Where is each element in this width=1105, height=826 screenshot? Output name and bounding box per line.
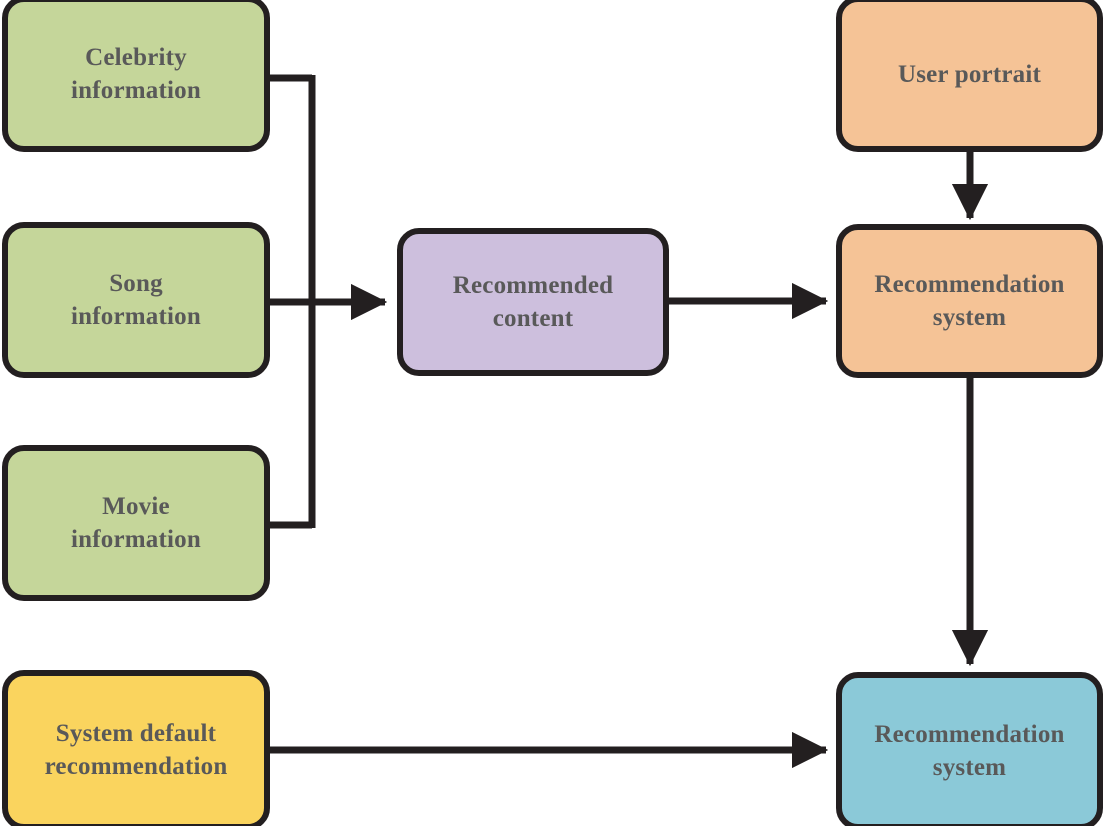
node-recommendation-system-upper[interactable]: Recommendation system	[836, 224, 1103, 378]
node-celebrity-information[interactable]: Celebrity information	[2, 0, 270, 152]
node-label: Song information	[71, 270, 201, 330]
node-label: Recommendation system	[874, 721, 1065, 781]
node-user-portrait[interactable]: User portrait	[836, 0, 1103, 152]
node-label: User portrait	[897, 60, 1042, 88]
node-song-information[interactable]: Song information	[2, 222, 270, 378]
node-system-default-recommendation[interactable]: System default recommendation	[2, 670, 270, 826]
node-label: Recommended content	[452, 272, 614, 332]
node-movie-information[interactable]: Movie information	[2, 445, 270, 601]
node-recommended-content[interactable]: Recommended content	[397, 228, 669, 376]
node-label: System default recommendation	[44, 720, 228, 780]
node-label: Recommendation system	[874, 271, 1065, 331]
node-recommendation-system-lower[interactable]: Recommendation system	[836, 672, 1103, 826]
node-label: Movie information	[71, 493, 201, 553]
node-label: Celebrity information	[71, 44, 201, 104]
